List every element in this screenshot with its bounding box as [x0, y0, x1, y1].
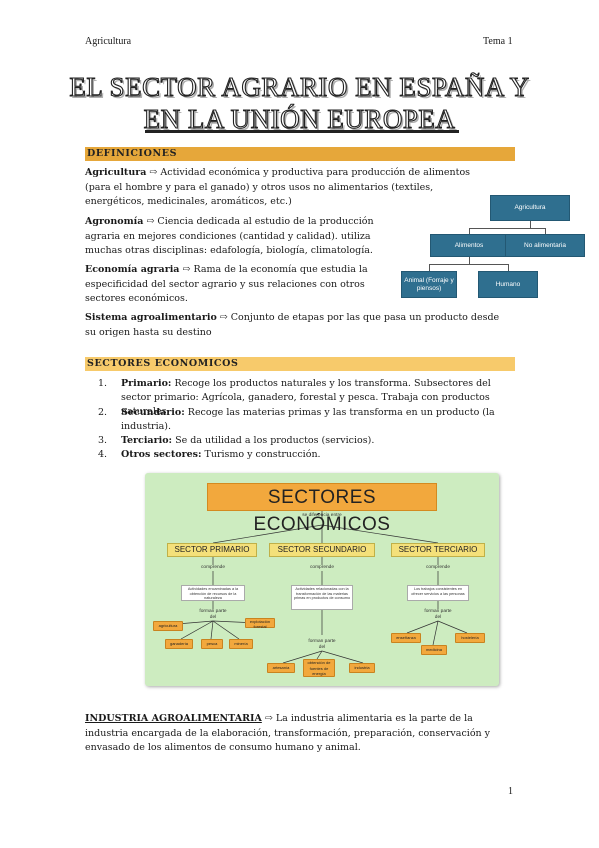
- term: Secundario:: [121, 407, 185, 418]
- term: Otros sectores:: [121, 449, 202, 460]
- concept-leaf-mineria: minería: [229, 639, 253, 649]
- item-text: Se da utilidad a los productos (servicio…: [172, 435, 375, 446]
- connector: [508, 264, 509, 271]
- concept-leaf-artesania: artesanía: [267, 663, 295, 673]
- page-title-line1: El sector agrario en España y: [69, 71, 530, 102]
- concept-leaf-hosteleria: hostelería: [455, 633, 485, 643]
- term: Sistema agroalimentario: [85, 312, 217, 323]
- item-text: Recoge las materias primas y las transfo…: [121, 407, 495, 432]
- definition-text: ⇨ Rama de la economía que estudia la esp…: [85, 264, 368, 304]
- item-text: Turismo y construcción.: [201, 449, 321, 460]
- concept-node-primario: SECTOR PRIMARIO: [167, 543, 257, 557]
- term: INDUSTRIA AGROALIMENTARIA: [85, 713, 262, 724]
- definition-text: ⇨ Conjunto de etapas por las que pasa un…: [85, 312, 500, 338]
- concept-box-primario: Actividades encaminadas a la obtención d…: [181, 585, 245, 601]
- definition-agricultura: Agricultura ⇨ Actividad económica y prod…: [85, 166, 485, 210]
- concept-leaf-agricultura: agricultura: [153, 621, 183, 631]
- connector: [429, 264, 508, 265]
- title-underline: [145, 130, 459, 133]
- concept-box-terciario: Los trabajos consistentes en ofrecer ser…: [407, 585, 469, 601]
- concept-map-sectores: SECTORES ECONÓMICOS se diferencia entre …: [145, 473, 499, 686]
- diagram-node-agricultura: Agricultura: [490, 195, 570, 221]
- concept-node-terciario: SECTOR TERCIARIO: [391, 543, 485, 557]
- concept-leaf-energia: obtención de fuentes de energía: [303, 659, 335, 677]
- term: Economía agraria: [85, 264, 180, 275]
- definition-text: ⇨ La industria alimentaria es la parte d…: [85, 713, 491, 753]
- diagram-node-alimentos: Alimentos: [430, 234, 508, 257]
- connector: [530, 221, 531, 228]
- header-subject: Agricultura: [85, 36, 132, 47]
- list-number: 3.: [98, 435, 108, 446]
- concept-leaf-medicina: medicina: [421, 645, 447, 655]
- concept-link-label: comprende: [193, 565, 233, 571]
- concept-node-secundario: SECTOR SECUNDARIO: [269, 543, 375, 557]
- concept-map-title: SECTORES ECONÓMICOS: [207, 483, 437, 535]
- term: Primario:: [121, 378, 172, 389]
- list-number: 1.: [98, 378, 108, 389]
- definition-text: ⇨ Ciencia dedicada al estudio de la prod…: [85, 216, 374, 256]
- concept-link-label: comprende: [302, 565, 342, 571]
- page-number: 1: [508, 786, 513, 797]
- concept-leaf-industria: industria: [349, 663, 375, 673]
- item-text: Recoge los productos naturales y los tra…: [121, 378, 491, 417]
- connector: [469, 228, 470, 234]
- page-title-line2: en la unión europea: [143, 103, 456, 134]
- section-heading-definiciones: DEFINICIONES: [85, 147, 515, 161]
- concept-leaf-ensenanza: enseñanza: [391, 633, 421, 643]
- term: Agronomía: [85, 216, 144, 227]
- term: Agricultura: [85, 167, 147, 178]
- concept-leaf-ganaderia: ganadería: [165, 639, 193, 649]
- connector: [469, 228, 545, 229]
- definition-agronomia: Agronomía ⇨ Ciencia dedicada al estudio …: [85, 215, 410, 259]
- diagram-node-animal: Animal (Forraje y piensos): [401, 271, 457, 298]
- list-number: 4.: [98, 449, 108, 460]
- concept-leaf-pesca: pesca: [201, 639, 223, 649]
- definition-economia-agraria: Economía agraria ⇨ Rama de la economía q…: [85, 263, 375, 307]
- concept-link-label: forman parte del: [307, 639, 337, 650]
- definition-industria-agroalimentaria: INDUSTRIA AGROALIMENTARIA ⇨ La industria…: [85, 712, 505, 756]
- header-topic: Tema 1: [483, 36, 513, 47]
- concept-link-label: forman parte del: [198, 609, 228, 620]
- concept-link-label: comprende: [418, 565, 458, 571]
- concept-box-secundario: Actividades relacionadas con la transfor…: [291, 585, 353, 610]
- diagram-node-no-alimentaria: No alimentaria: [505, 234, 585, 257]
- diagram-node-humano: Humano: [478, 271, 538, 298]
- definition-text: ⇨ Actividad económica y productiva para …: [85, 167, 471, 207]
- list-number: 2.: [98, 407, 108, 418]
- term: Terciario:: [121, 435, 173, 446]
- connector: [545, 228, 546, 234]
- section-heading-sectores: SECTORES ECONOMICOS: [85, 357, 515, 371]
- concept-map-connectors: [164, 511, 468, 664]
- concept-link-label: forman parte del: [423, 609, 453, 620]
- connector: [429, 264, 430, 271]
- definition-sistema-agroalimentario: Sistema agroalimentario ⇨ Conjunto de et…: [85, 311, 505, 340]
- connector: [469, 257, 470, 264]
- concept-leaf-forestal: explotación forestal: [245, 618, 275, 629]
- concept-link-label: se diferencia entre: [302, 513, 342, 518]
